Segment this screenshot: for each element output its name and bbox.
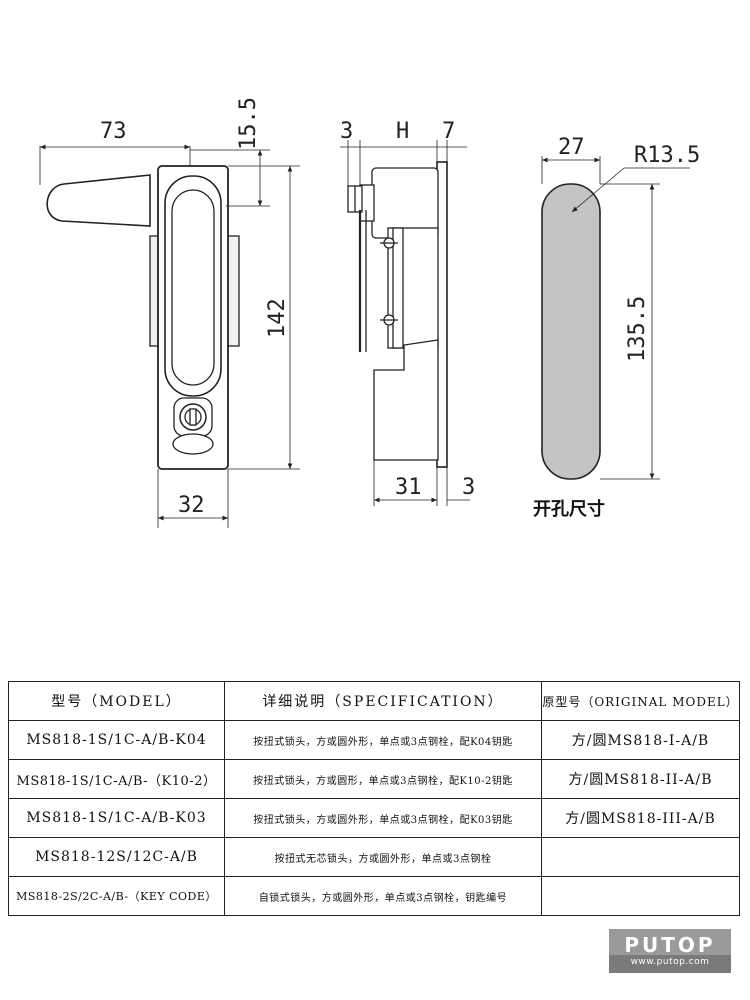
dim-cutout-width: 27 bbox=[558, 135, 585, 160]
cell-spec: 按扭式锁头，方或圆形，单点或3点钢栓，配K10-2钥匙 bbox=[224, 759, 542, 799]
cell-spec: 按扭式锁头，方或圆外形，单点或3点钢栓，配K03钥匙 bbox=[224, 798, 542, 838]
technical-drawing: 73 15.5 142 32 bbox=[39, 97, 700, 528]
dim-height: 142 bbox=[265, 298, 290, 338]
header-specification: 详细说明（SPECIFICATION） bbox=[224, 681, 542, 721]
dim-side-plate: 3 bbox=[462, 475, 475, 500]
dim-cutout-radius: R13.5 bbox=[634, 143, 700, 168]
dim-side-right: 7 bbox=[442, 119, 455, 144]
cell-original bbox=[541, 876, 740, 916]
cutout-caption: 开孔尺寸 bbox=[533, 498, 605, 520]
cell-original: 方/圆MS818-I-A/B bbox=[541, 720, 740, 760]
table-row: MS818-12S/12C-A/B 按扭式无芯锁头，方或圆外形，单点或3点钢栓 bbox=[8, 837, 740, 877]
dim-width-top: 73 bbox=[100, 119, 127, 144]
dim-cutout-height: 135.5 bbox=[625, 296, 650, 362]
cell-model: MS818-1S/1C-A/B-K04 bbox=[8, 720, 225, 760]
table-row: MS818-1S/1C-A/B-（K10-2） 按扭式锁头，方或圆形，单点或3点… bbox=[8, 759, 740, 799]
spec-table: 型号（MODEL） 详细说明（SPECIFICATION） 原型号（ORIGIN… bbox=[8, 681, 740, 916]
logo-url: www.putop.com bbox=[630, 957, 710, 967]
header-original-model: 原型号（ORIGINAL MODEL） bbox=[541, 681, 740, 721]
table-row: MS818-1S/1C-A/B-K04 按扭式锁头，方或圆外形，单点或3点钢栓，… bbox=[8, 720, 740, 760]
table-header-row: 型号（MODEL） 详细说明（SPECIFICATION） 原型号（ORIGIN… bbox=[8, 681, 740, 721]
dim-offset-top: 15.5 bbox=[236, 97, 261, 150]
cell-original bbox=[541, 837, 740, 877]
cutout-view bbox=[541, 156, 690, 480]
cell-original: 方/圆MS818-III-A/B bbox=[541, 798, 740, 838]
dim-width-bottom: 32 bbox=[178, 493, 205, 518]
cell-spec: 按扭式锁头，方或圆外形，单点或3点钢栓，配K04钥匙 bbox=[224, 720, 542, 760]
cell-model: MS818-1S/1C-A/B-K03 bbox=[8, 798, 225, 838]
cell-model: MS818-12S/12C-A/B bbox=[8, 837, 225, 877]
table-row: MS818-2S/2C-A/B-（KEY CODE） 自锁式锁头，方或圆外形，单… bbox=[8, 876, 740, 916]
header-model: 型号（MODEL） bbox=[8, 681, 225, 721]
putop-logo: PUTOP bbox=[609, 929, 731, 973]
side-view bbox=[340, 140, 470, 506]
cell-original: 方/圆MS818-II-A/B bbox=[541, 759, 740, 799]
front-view bbox=[39, 144, 300, 528]
cell-spec: 按扭式无芯锁头，方或圆外形，单点或3点钢栓 bbox=[224, 837, 542, 877]
dim-side-left: 3 bbox=[340, 119, 353, 144]
logo-text: PUTOP bbox=[624, 933, 715, 957]
cell-spec: 自锁式锁头，方或圆外形，单点或3点钢栓，钥匙编号 bbox=[224, 876, 542, 916]
dim-side-depth: 31 bbox=[395, 475, 422, 500]
cell-model: MS818-1S/1C-A/B-（K10-2） bbox=[8, 759, 225, 799]
table-row: MS818-1S/1C-A/B-K03 按扭式锁头，方或圆外形，单点或3点钢栓，… bbox=[8, 798, 740, 838]
cell-model: MS818-2S/2C-A/B-（KEY CODE） bbox=[8, 876, 225, 916]
dim-side-mid: H bbox=[396, 119, 409, 144]
